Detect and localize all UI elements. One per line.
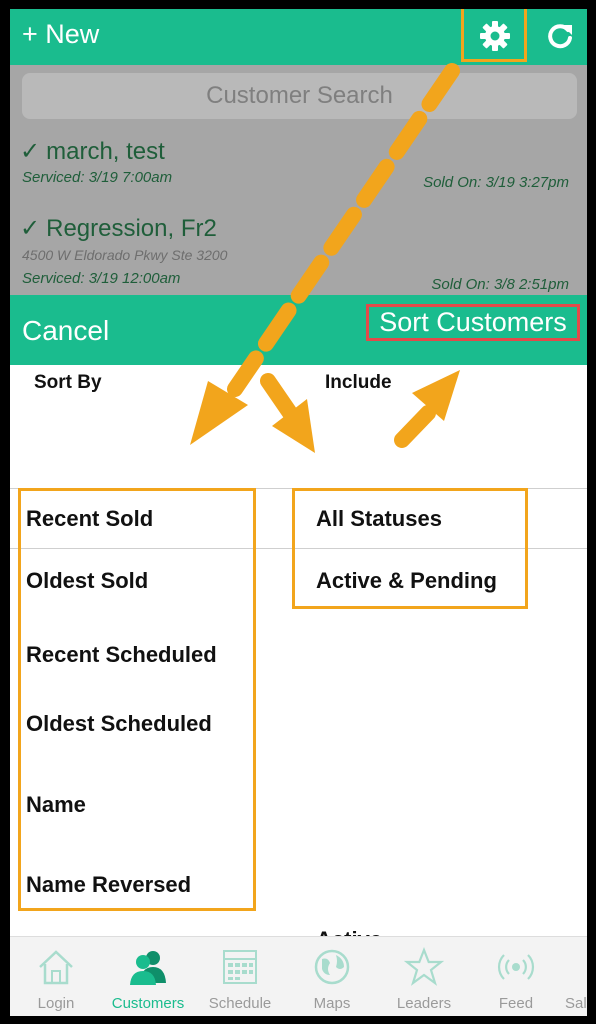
check-icon: ✓ bbox=[20, 215, 41, 242]
sort-by-highlight-box bbox=[18, 488, 256, 911]
sort-option-recent-scheduled[interactable]: Recent Scheduled bbox=[26, 642, 217, 667]
gear-icon[interactable] bbox=[479, 20, 511, 52]
tab-label: Leaders bbox=[396, 995, 452, 1012]
partially-hidden-option: Active bbox=[316, 927, 382, 937]
tab-leaders[interactable]: Leaders bbox=[378, 937, 470, 1016]
customer-name: Regression, Fr2 bbox=[46, 215, 217, 242]
customer-list: Customer Search ✓march, test Serviced: 3… bbox=[10, 65, 587, 295]
list-item[interactable]: ✓march, test bbox=[20, 137, 165, 166]
app-screen: + New Customer Search ✓march, tes bbox=[10, 9, 587, 1016]
sort-option-oldest-scheduled[interactable]: Oldest Scheduled bbox=[26, 711, 212, 736]
sold-date: Sold On: 3/8 2:51pm bbox=[431, 276, 569, 293]
serviced-date: Serviced: 3/19 7:00am bbox=[22, 169, 173, 186]
sort-option-name[interactable]: Name bbox=[26, 792, 86, 817]
sort-option-name-reversed[interactable]: Name Reversed bbox=[26, 872, 192, 897]
cancel-button[interactable]: Cancel bbox=[22, 315, 110, 346]
new-button[interactable]: + New bbox=[22, 19, 100, 49]
home-icon bbox=[39, 950, 73, 985]
tab-feed[interactable]: Feed bbox=[470, 937, 562, 1016]
include-option-active-pending[interactable]: Active & Pending bbox=[316, 568, 497, 593]
globe-icon bbox=[314, 949, 350, 985]
include-heading: Include bbox=[325, 372, 392, 393]
serviced-date: Serviced: 3/19 12:00am bbox=[22, 270, 181, 287]
tab-label: Maps bbox=[313, 995, 351, 1012]
tab-maps[interactable]: Maps bbox=[286, 937, 378, 1016]
divider bbox=[10, 488, 587, 489]
sort-option-recent-sold[interactable]: Recent Sold bbox=[26, 506, 154, 531]
customer-name: march, test bbox=[46, 138, 165, 165]
sold-date: Sold On: 3/19 3:27pm bbox=[423, 174, 569, 191]
tab-label: Schedule bbox=[208, 995, 272, 1012]
list-item[interactable]: ✓Regression, Fr2 bbox=[20, 214, 217, 243]
tab-login[interactable]: Login bbox=[10, 937, 102, 1016]
check-icon: ✓ bbox=[20, 138, 41, 165]
sort-sheet-header: Cancel Sort Customers bbox=[10, 295, 587, 365]
gear-highlight-box bbox=[461, 9, 527, 62]
tab-label: Customers bbox=[111, 995, 185, 1012]
calendar-icon bbox=[223, 950, 257, 984]
tab-sales[interactable]: Sal bbox=[562, 937, 587, 1016]
sort-by-heading: Sort By bbox=[34, 372, 102, 393]
people-icon bbox=[130, 951, 166, 985]
include-option-all-statuses[interactable]: All Statuses bbox=[316, 506, 442, 531]
refresh-icon[interactable] bbox=[545, 21, 575, 51]
tab-schedule[interactable]: Schedule bbox=[194, 937, 286, 1016]
sort-option-oldest-sold[interactable]: Oldest Sold bbox=[26, 568, 149, 593]
broadcast-icon bbox=[497, 954, 535, 980]
tab-label: Sal bbox=[565, 995, 587, 1012]
customer-search-input[interactable]: Customer Search bbox=[22, 73, 577, 119]
tab-label: Feed bbox=[498, 995, 534, 1012]
top-bar: + New bbox=[10, 9, 587, 65]
customer-address: 4500 W Eldorado Pkwy Ste 3200 bbox=[22, 247, 228, 263]
tab-bar: Login Customers Schedule bbox=[10, 936, 587, 1016]
sort-customers-title: Sort Customers bbox=[366, 304, 580, 341]
tab-customers[interactable]: Customers bbox=[102, 937, 194, 1016]
divider bbox=[10, 548, 587, 549]
tab-label: Login bbox=[37, 995, 75, 1012]
star-icon bbox=[404, 946, 444, 986]
